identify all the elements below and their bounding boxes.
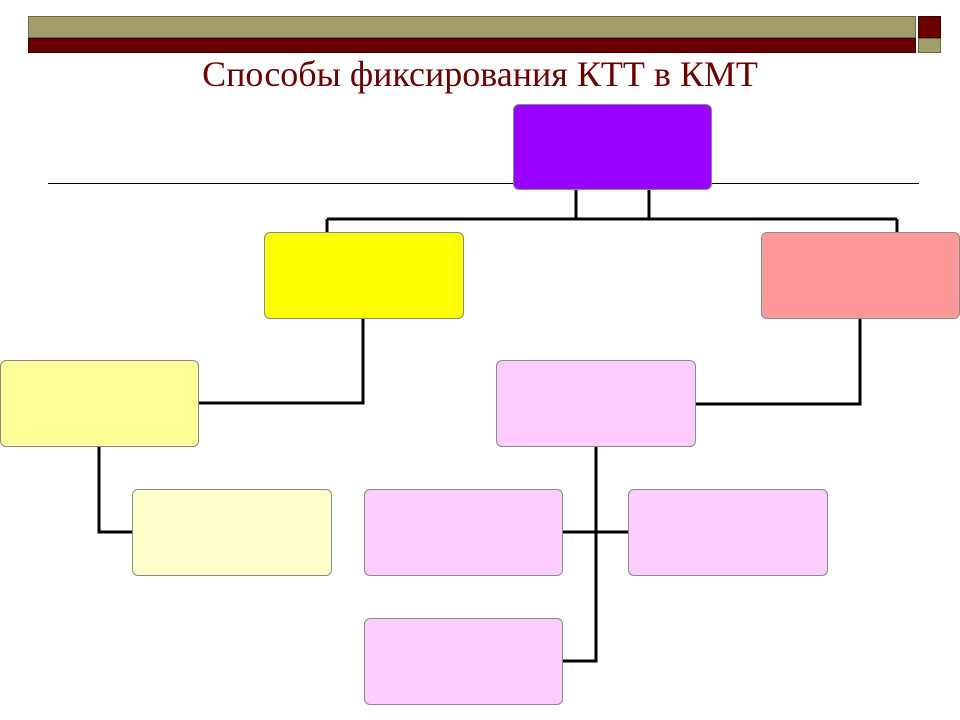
node-root <box>513 104 712 190</box>
page-title: Способы фиксирования КТТ в КМТ <box>202 54 758 94</box>
node-right-sub-child-left <box>364 489 563 576</box>
node-right-sub <box>496 360 696 447</box>
node-left-sub-child <box>132 489 332 576</box>
connector-right-sub-trunk <box>563 446 598 663</box>
node-right-sub-child-right <box>628 489 828 576</box>
node-left-branch <box>264 232 464 319</box>
title-divider <box>48 183 919 184</box>
corner-square-olive <box>918 38 941 53</box>
header-banner-olive <box>28 16 916 38</box>
corner-square-maroon <box>918 16 941 38</box>
node-right-branch <box>761 232 960 319</box>
node-left-sub <box>0 360 199 447</box>
connector-right-branch-to-sub <box>695 318 862 406</box>
node-right-sub-child-bottom <box>364 618 563 705</box>
header-banner-maroon <box>28 38 916 53</box>
connector-left-branch-to-sub <box>198 318 365 405</box>
connector-left-sub-to-child <box>97 446 133 534</box>
